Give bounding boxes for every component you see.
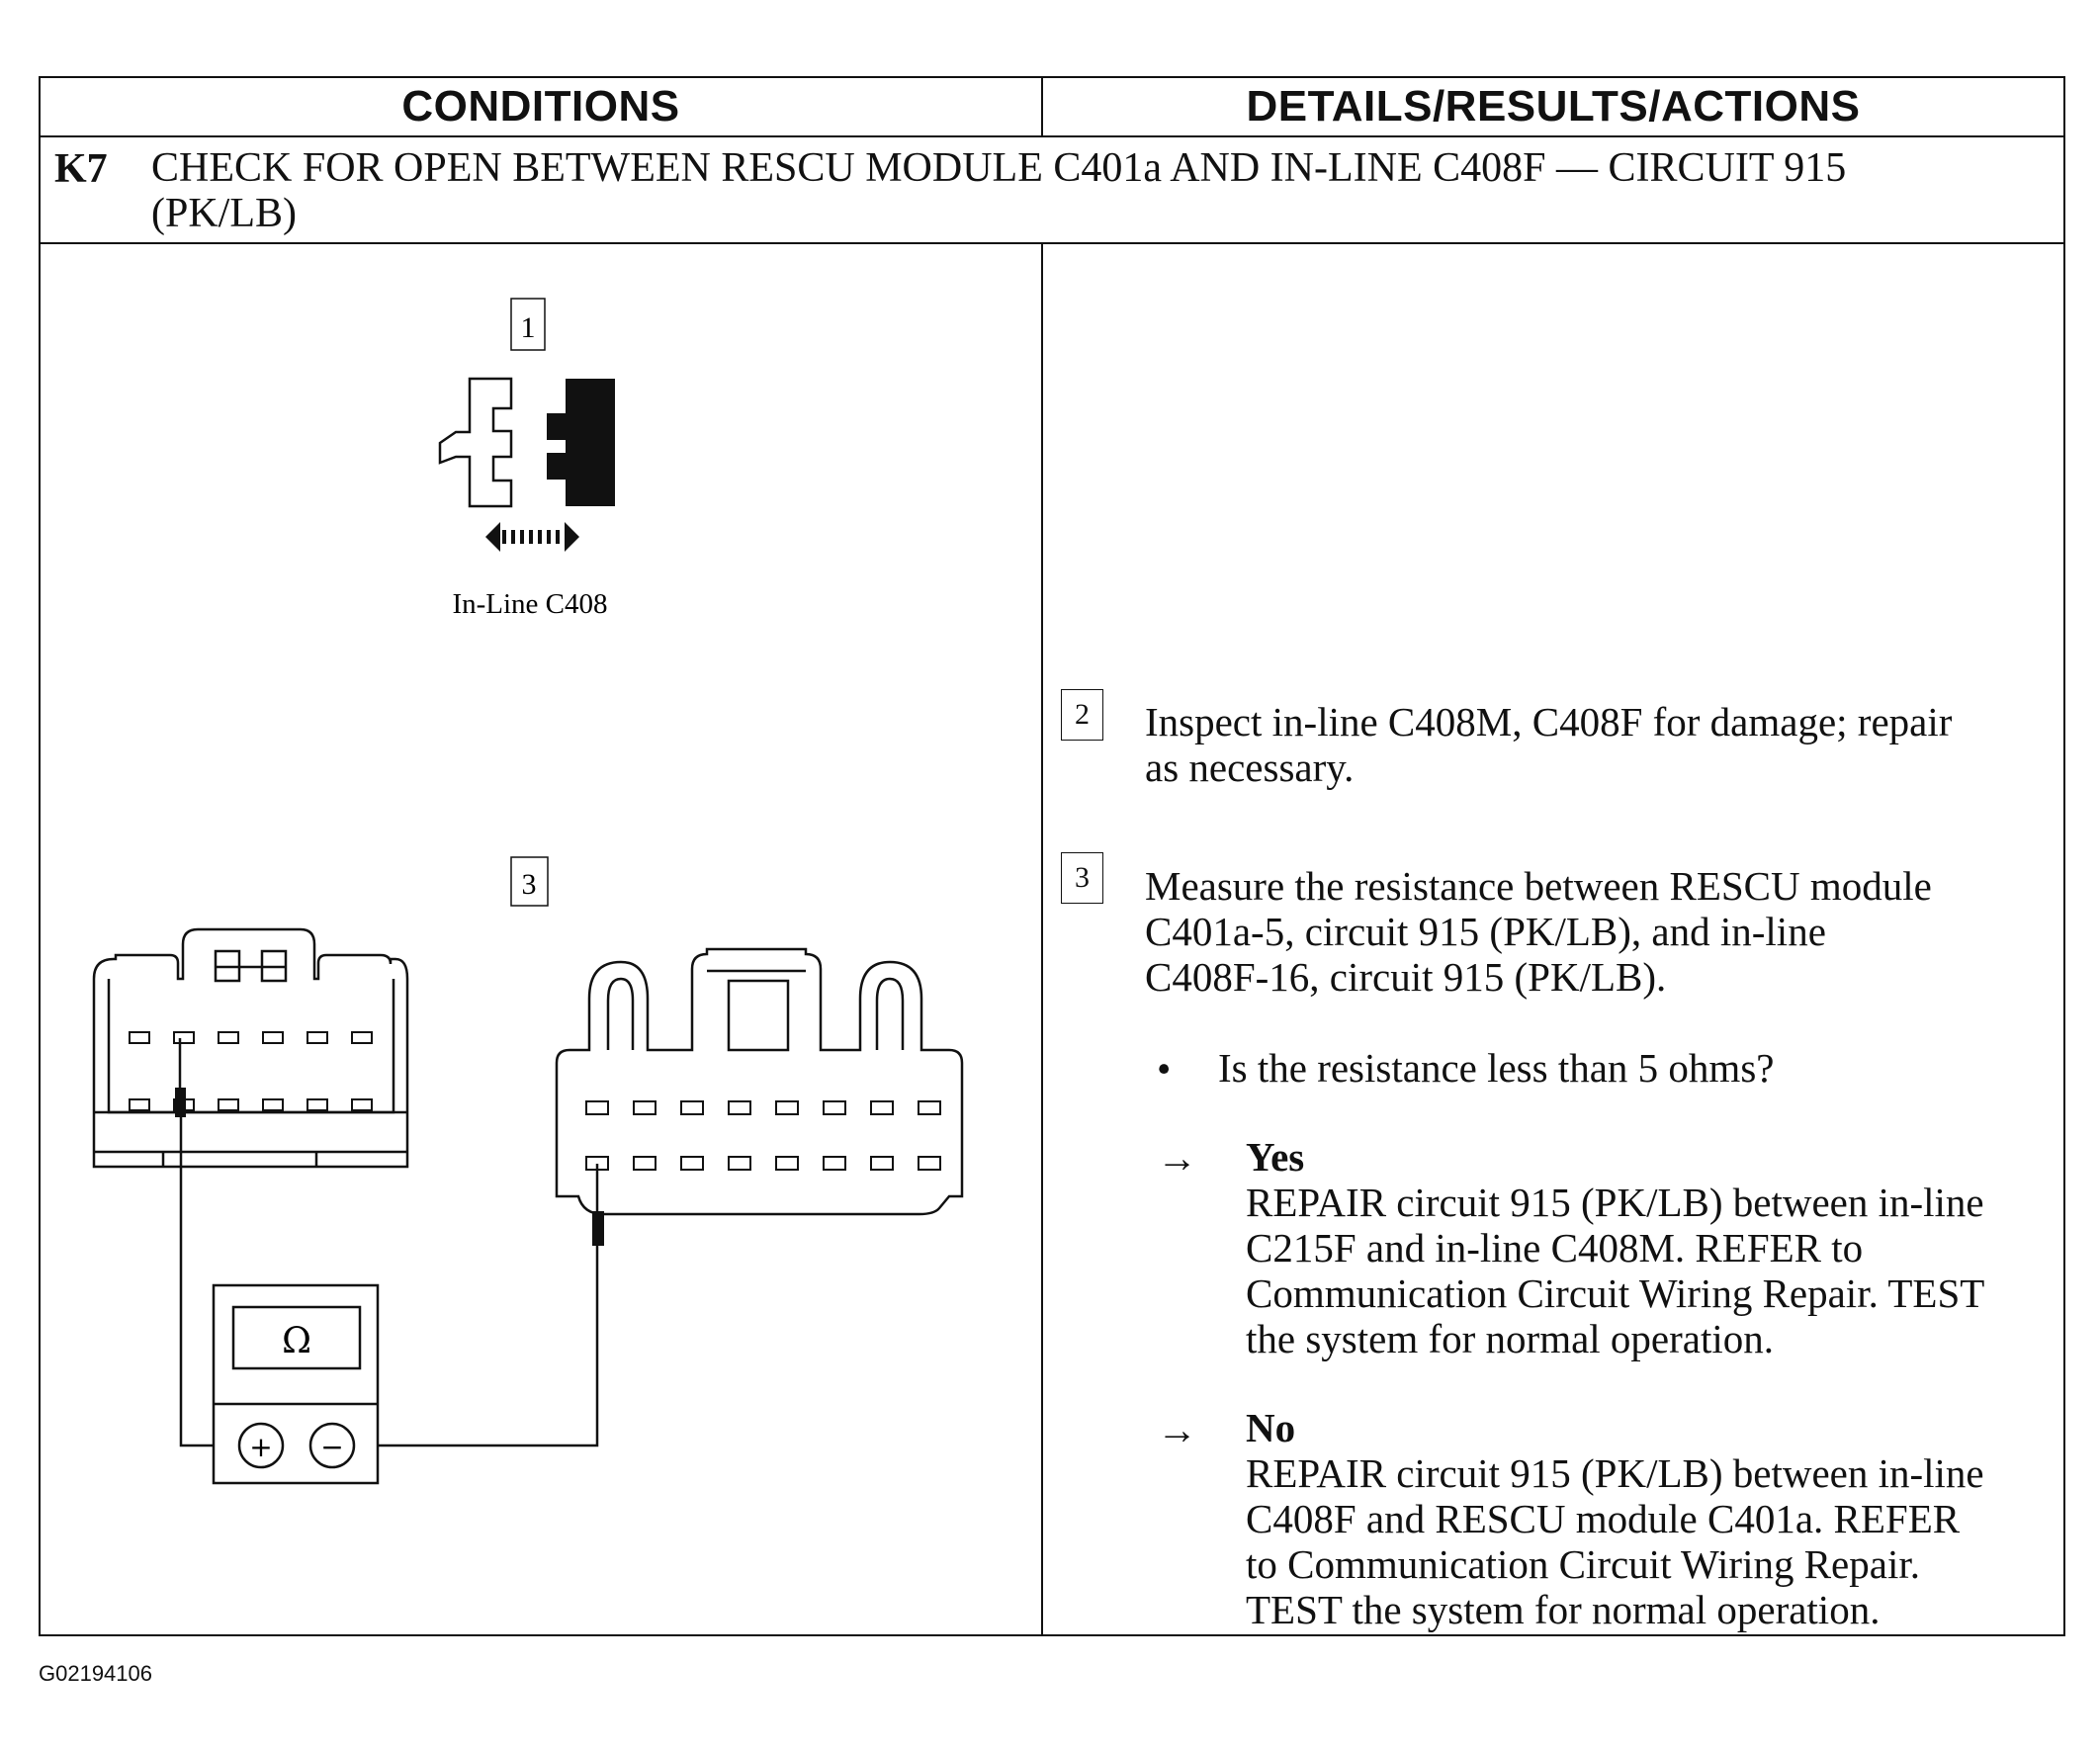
no-line-2: C408F and RESCU module C401a. REFER xyxy=(1246,1496,1961,1541)
connector-label: In-Line C408 xyxy=(452,588,607,620)
figure-id: G02194106 xyxy=(39,1661,152,1686)
step-2-line-1: Inspect in-line C408M, C408F for damage;… xyxy=(1145,699,1953,745)
body-column-divider xyxy=(1041,244,1043,1634)
step-title-line-2: (PK/LB) xyxy=(151,191,297,236)
step-2-line-2: as necessary. xyxy=(1145,745,1355,790)
header-divider xyxy=(41,135,2063,137)
probe-c401a-5 xyxy=(175,1038,186,1117)
callout-1-number: 1 xyxy=(521,311,536,344)
no-label: No xyxy=(1246,1405,1296,1450)
no-line-3: to Communication Circuit Wiring Repair. xyxy=(1246,1541,1920,1587)
step-3-callout: 3 xyxy=(1061,852,1103,904)
probe-c408f-16 xyxy=(592,1164,604,1246)
step-3-line-3: C408F-16, circuit 915 (PK/LB). xyxy=(1145,954,1667,1000)
question-text: Is the resistance less than 5 ohms? xyxy=(1218,1045,1775,1091)
callout-3-number: 3 xyxy=(522,868,537,901)
yes-result: Yes REPAIR circuit 915 (PK/LB) between i… xyxy=(1246,1134,1984,1361)
separate-arrow-icon xyxy=(485,522,579,552)
yes-line-3: Communication Circuit Wiring Repair. TES… xyxy=(1246,1270,1985,1316)
inline-c408-connector-icon xyxy=(438,377,615,508)
no-line-1: REPAIR circuit 915 (PK/LB) between in-li… xyxy=(1246,1450,1984,1496)
details-header: DETAILS/RESULTS/ACTIONS xyxy=(1246,82,1861,131)
ohmmeter-icon: Ω + − xyxy=(212,1283,380,1485)
question-bullet: • xyxy=(1157,1046,1172,1092)
callout-1: 1 xyxy=(510,298,546,351)
step-2-text: Inspect in-line C408M, C408F for damage;… xyxy=(1145,699,1952,790)
meter-minus-terminal: − xyxy=(320,1431,343,1463)
yes-line-2: C215F and in-line C408M. REFER to xyxy=(1246,1225,1864,1270)
conditions-header: CONDITIONS xyxy=(401,82,680,131)
conditions-diagram: 1 In-Line C408 3 xyxy=(92,298,964,1485)
step-title-line-1: CHECK FOR OPEN BETWEEN RESCU MODULE C401… xyxy=(151,145,1847,191)
no-result: No REPAIR circuit 915 (PK/LB) between in… xyxy=(1246,1405,1984,1632)
no-line-4: TEST the system for normal operation. xyxy=(1246,1587,1881,1632)
step-id: K7 xyxy=(54,146,108,192)
inline-c408f-connector-icon xyxy=(555,947,964,1216)
step-3-text: Measure the resistance between RESCU mod… xyxy=(1145,863,1932,1000)
yes-arrow-icon: → xyxy=(1157,1135,1197,1181)
no-arrow-icon: → xyxy=(1157,1407,1197,1452)
ohm-symbol: Ω xyxy=(282,1321,311,1361)
yes-line-4: the system for normal operation. xyxy=(1246,1316,1775,1361)
header-column-divider xyxy=(1041,78,1043,137)
callout-3: 3 xyxy=(510,856,549,907)
meter-plus-terminal: + xyxy=(249,1431,272,1463)
step-3-line-2: C401a-5, circuit 915 (PK/LB), and in-lin… xyxy=(1145,909,1826,954)
diagnostic-table: CONDITIONS DETAILS/RESULTS/ACTIONS K7 CH… xyxy=(39,76,2065,1636)
step-title-row: K7 CHECK FOR OPEN BETWEEN RESCU MODULE C… xyxy=(41,137,2063,242)
yes-label: Yes xyxy=(1246,1134,1305,1180)
step-2-callout: 2 xyxy=(1061,689,1103,741)
step-3-line-1: Measure the resistance between RESCU mod… xyxy=(1145,863,1932,909)
yes-line-1: REPAIR circuit 915 (PK/LB) between in-li… xyxy=(1246,1180,1984,1225)
rescu-c401a-connector-icon xyxy=(92,927,409,1169)
step-title: CHECK FOR OPEN BETWEEN RESCU MODULE C401… xyxy=(151,145,2030,236)
title-divider xyxy=(41,242,2063,244)
